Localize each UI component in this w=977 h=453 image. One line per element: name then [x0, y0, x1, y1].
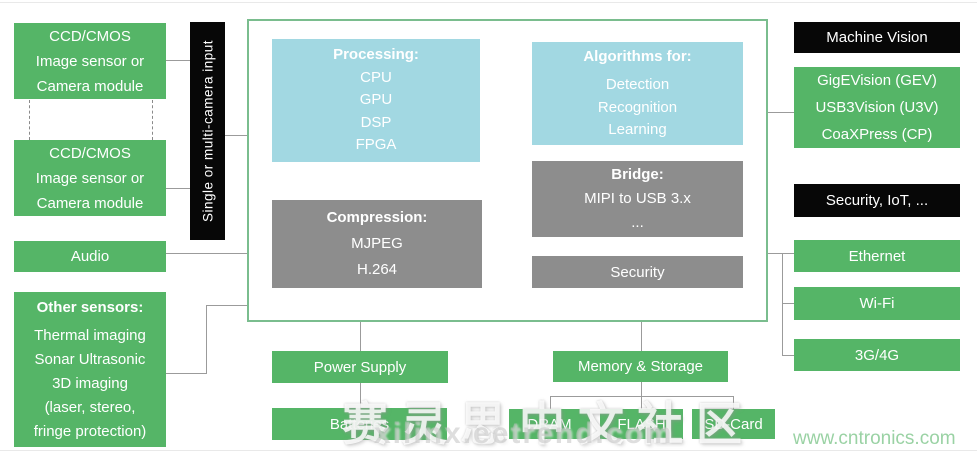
connector-power-batteries [360, 383, 361, 408]
camera-module-2-box: CCD/CMOS Image sensor or Camera module [14, 140, 166, 216]
ethernet-label: Ethernet [848, 247, 906, 265]
connector-container-vision [768, 112, 794, 113]
algorithms-line: Learning [608, 121, 667, 138]
connector-container-memory [641, 322, 642, 351]
processing-line: GPU [359, 91, 393, 109]
connector-container-power [360, 322, 361, 351]
security-iot-header: Security, IoT, ... [794, 184, 960, 217]
camera2-line: Image sensor or [35, 169, 145, 187]
connector-sdcard-drop [733, 396, 734, 409]
camera-ellipsis-dashed-line-left [29, 100, 30, 140]
dram-box: DRAM [509, 409, 590, 439]
bridge-title: Bridge: [611, 166, 664, 183]
other-sensors-title: Other sensors: [36, 298, 144, 316]
other-sensors-box: Other sensors: Thermal imaging Sonar Ult… [14, 292, 166, 447]
connector-container-ethernet [768, 253, 794, 254]
other-sensors-line: Sonar Ultrasonic [34, 350, 146, 368]
algorithms-line: Recognition [597, 98, 678, 116]
camera2-line: Camera module [36, 194, 144, 212]
connector-memory-branch-h [550, 396, 734, 397]
page-bottom-border [0, 450, 977, 451]
connector-bar-container [225, 135, 247, 136]
connector-right-trunk [782, 253, 783, 356]
compression-title: Compression: [326, 209, 428, 226]
memory-storage-box: Memory & Storage [553, 351, 728, 382]
camera-module-1-box: CCD/CMOS Image sensor or Camera module [14, 23, 166, 99]
camera2-line: CCD/CMOS [49, 144, 131, 162]
batteries-box: Batteries [272, 408, 447, 440]
algorithms-box: Algorithms for: Detection Recognition Le… [532, 42, 743, 145]
cntronics-watermark: www.cntronics.com [793, 428, 956, 449]
connector-sensors-elbow-h1 [166, 373, 207, 374]
compression-line: MJPEG [351, 235, 403, 252]
cellular-label: 3G/4G [854, 346, 900, 364]
batteries-label: Batteries [329, 415, 390, 433]
bridge-box: Bridge: MIPI to USB 3.x ... [532, 161, 743, 237]
processing-title: Processing: [333, 46, 419, 64]
connector-wifi-branch [782, 303, 794, 304]
bridge-line: MIPI to USB 3.x [584, 190, 691, 207]
vision-interface-line: USB3Vision (U3V) [815, 99, 939, 116]
bridge-line: ... [631, 214, 644, 231]
algorithms-title: Algorithms for: [583, 47, 692, 65]
machine-vision-label: Machine Vision [826, 29, 928, 46]
sd-card-box: SD-Card [692, 409, 775, 439]
connector-flash-drop [641, 396, 642, 409]
processing-line: DSP [360, 113, 392, 131]
sd-card-label: SD-Card [704, 415, 763, 433]
other-sensors-line: fringe protection) [33, 422, 147, 440]
wifi-label: Wi-Fi [859, 295, 895, 312]
compression-box: Compression: MJPEG H.264 [272, 200, 482, 288]
algorithms-line: Detection [605, 76, 670, 93]
connector-cellular-branch [782, 355, 794, 356]
wifi-box: Wi-Fi [794, 287, 960, 320]
other-sensors-line: (laser, stereo, [44, 398, 136, 416]
processing-box: Processing: CPU GPU DSP FPGA [272, 39, 480, 162]
ethernet-box: Ethernet [794, 240, 960, 272]
power-supply-box: Power Supply [272, 351, 448, 383]
vision-interface-line: CoaXPress (CP) [821, 126, 933, 143]
connector-camera2-bar [166, 188, 190, 189]
machine-vision-header: Machine Vision [794, 22, 960, 53]
flash-box: FLASH [600, 409, 683, 439]
vision-interfaces-box: GigEVision (GEV) USB3Vision (U3V) CoaXPr… [794, 67, 960, 148]
vision-interface-line: GigEVision (GEV) [817, 72, 937, 89]
other-sensors-line: 3D imaging [52, 374, 128, 392]
security-label: Security [610, 263, 665, 281]
other-sensors-line: Thermal imaging [34, 326, 146, 344]
camera-input-bar: Single or multi-camera input [190, 22, 225, 240]
connector-dram-drop [550, 396, 551, 409]
processing-line: CPU [360, 68, 392, 86]
cellular-box: 3G/4G [794, 339, 960, 371]
memory-storage-label: Memory & Storage [577, 358, 704, 375]
security-box: Security [532, 256, 743, 288]
audio-label: Audio [70, 248, 110, 265]
dram-label: DRAM [527, 415, 572, 433]
connector-sensors-elbow-v [206, 305, 207, 374]
camera-ellipsis-dashed-line-right [152, 100, 153, 140]
audio-box: Audio [14, 241, 166, 272]
compression-line: H.264 [356, 261, 398, 278]
connector-memory-trunk [641, 382, 642, 396]
power-supply-label: Power Supply [313, 358, 407, 376]
camera-input-bar-label: Single or multi-camera input [200, 39, 215, 223]
connector-audio-container [166, 253, 247, 254]
connector-camera1-bar [166, 60, 190, 61]
processing-line: FPGA [355, 136, 397, 154]
camera1-line: Camera module [36, 77, 144, 95]
camera1-line: CCD/CMOS [49, 27, 131, 45]
flash-label: FLASH [617, 415, 666, 433]
camera1-line: Image sensor or [35, 52, 145, 70]
connector-sensors-elbow-h2 [206, 305, 247, 306]
security-iot-label: Security, IoT, ... [825, 192, 929, 209]
page-top-border [0, 2, 977, 3]
